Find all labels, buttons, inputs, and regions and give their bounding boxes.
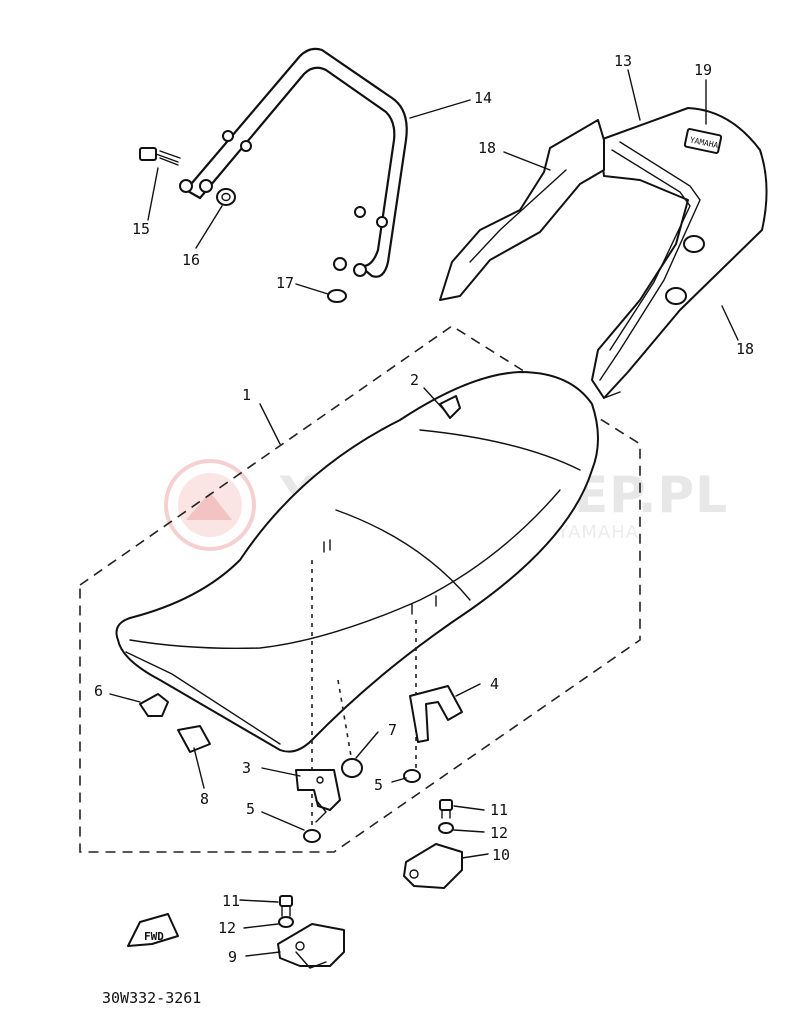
callout-10: 10: [492, 846, 510, 864]
callout-8: 8: [200, 790, 209, 808]
callout-3: 3: [242, 759, 251, 777]
callout-5a: 5: [246, 800, 255, 818]
bolt: [139, 147, 181, 166]
callout-12a: 12: [218, 919, 236, 937]
callout-9: 9: [228, 948, 237, 966]
assembly-boundary: [79, 325, 641, 853]
damper-rear: [341, 758, 363, 778]
seat-lock-front: [277, 923, 345, 969]
callout-14: 14: [474, 89, 492, 107]
callout-11a: 11: [222, 892, 240, 910]
collars: [303, 769, 421, 843]
seat-lock-rear: [403, 843, 463, 889]
callout-11b: 11: [490, 801, 508, 819]
callout-6: 6: [94, 682, 103, 700]
callout-18a: 18: [478, 139, 496, 157]
callout-18b: 18: [736, 340, 754, 358]
callout-17: 17: [276, 274, 294, 292]
seat: [115, 371, 599, 753]
callout-13: 13: [614, 52, 632, 70]
drawing-number: 30W332-3261: [102, 989, 201, 1007]
collar: [216, 188, 236, 206]
fwd-label: FWD: [144, 930, 164, 943]
callout-7: 7: [388, 721, 397, 739]
callout-labels: 1 2 3 4 5 5 6 7 8 9 10 11 11 12 12 13 14…: [94, 52, 754, 966]
tail-cover: YAMAHA: [439, 107, 768, 399]
callout-19: 19: [694, 61, 712, 79]
callout-4: 4: [490, 675, 499, 693]
seat-bracket-front: [295, 769, 341, 823]
callout-2: 2: [410, 371, 419, 389]
callout-1: 1: [242, 386, 251, 404]
callout-12b: 12: [490, 824, 508, 842]
watermark-logo: [164, 459, 256, 551]
seat-bracket-rear: [409, 685, 463, 743]
callout-5b: 5: [374, 776, 383, 794]
seat-studs: [323, 539, 437, 615]
fwd-arrow: FWD: [127, 913, 179, 947]
grab-bar: [179, 47, 408, 278]
fasteners: [278, 799, 454, 928]
callout-15: 15: [132, 220, 150, 238]
damper: [139, 693, 169, 717]
pad: [177, 725, 211, 753]
callout-16: 16: [182, 251, 200, 269]
leader-lines: [109, 69, 739, 957]
cap: [327, 289, 347, 303]
